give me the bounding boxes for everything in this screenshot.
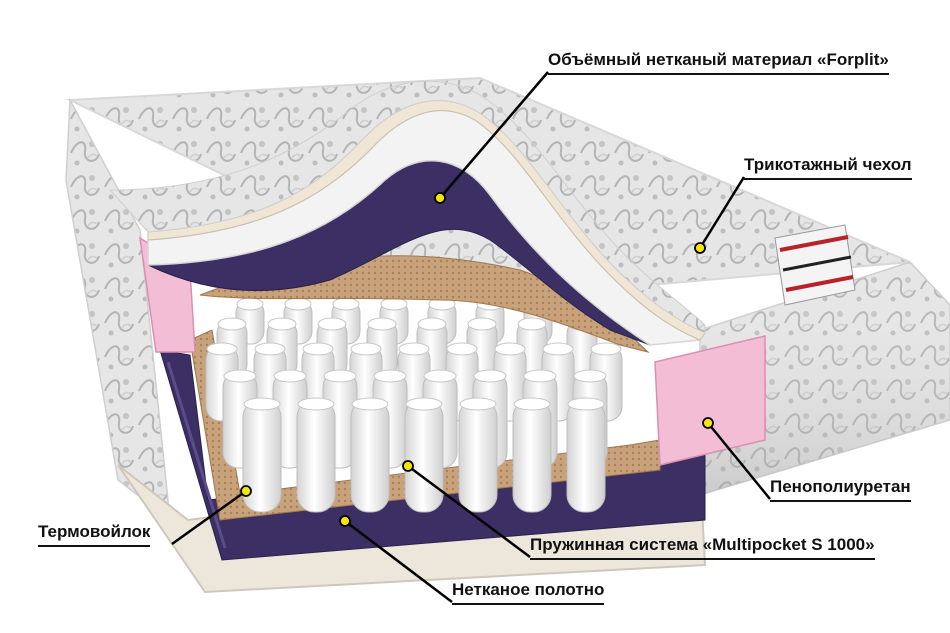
leader-felt <box>171 489 247 546</box>
leader-ppu <box>707 422 771 500</box>
leader-cover-dot <box>694 242 706 254</box>
pocket-springs <box>205 297 623 513</box>
spring-pocket <box>404 397 444 513</box>
label-nonwoven: Нетканое полотно <box>452 580 605 605</box>
spring-pocket <box>296 397 336 513</box>
spring-pocket <box>512 397 552 513</box>
leader-springs-dot <box>402 460 414 472</box>
leader-lines <box>171 71 771 603</box>
brand-label <box>774 224 856 306</box>
spring-pocket <box>458 397 498 513</box>
leader-ppu-dot <box>702 417 714 429</box>
leader-felt-dot <box>240 485 252 497</box>
spring-pocket <box>350 397 390 513</box>
ppu-foam-right <box>654 335 766 466</box>
leader-forplit <box>439 71 549 199</box>
label-ppu: Пенополиуретан <box>770 477 911 502</box>
leader-nonwoven <box>344 520 453 603</box>
knitted-cover <box>108 80 706 334</box>
leader-cover <box>698 176 746 249</box>
leader-springs <box>407 464 531 559</box>
label-cover: Трикотажный чехол <box>744 155 912 180</box>
label-felt: Термовойлок <box>38 522 151 547</box>
leader-forplit-dot <box>434 192 446 204</box>
label-springs: Пружинная система «Multipocket S 1000» <box>530 535 875 560</box>
leader-nonwoven-dot <box>339 515 351 527</box>
spring-pocket <box>566 397 606 513</box>
spring-pocket <box>242 397 282 513</box>
label-forplit: Объёмный нетканый материал «Forplit» <box>548 50 889 75</box>
